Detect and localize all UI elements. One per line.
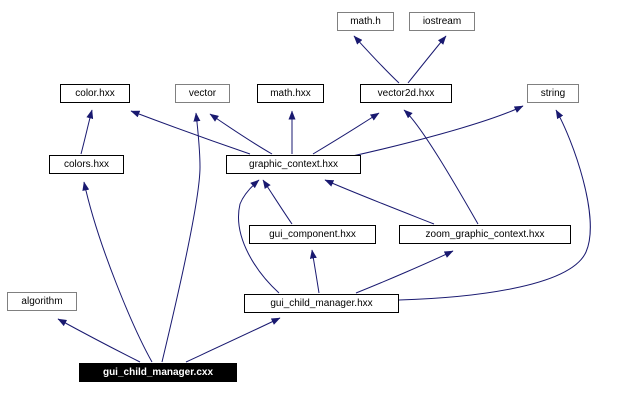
graph-node-vector2d_hxx[interactable]: vector2d.hxx xyxy=(360,84,452,103)
graph-edge-gui_child_manager_hxx-to-zoom_graphic_ctx_hxx xyxy=(355,250,454,294)
graph-node-label: gui_child_manager.cxx xyxy=(102,366,214,378)
graph-edge-zoom_graphic_ctx_hxx-to-graphic_context_hxx xyxy=(324,179,435,225)
graph-node-gui_component_hxx[interactable]: gui_component.hxx xyxy=(249,225,376,244)
graph-node-label: zoom_graphic_context.hxx xyxy=(425,228,545,240)
graph-edge-gui_child_manager_cxx-to-gui_child_manager_hxx xyxy=(185,317,281,363)
graph-node-label: algorithm xyxy=(21,295,63,307)
graph-node-label: math.h xyxy=(350,15,381,27)
graph-node-label: string xyxy=(540,87,566,99)
graph-node-label: colors.hxx xyxy=(63,158,109,170)
graph-edge-vector2d_hxx-to-iostream xyxy=(407,35,447,84)
graph-edge-graphic_context_hxx-to-vector2d_hxx xyxy=(312,112,380,155)
graph-node-colors_hxx[interactable]: colors.hxx xyxy=(49,155,124,174)
graph-node-string[interactable]: string xyxy=(527,84,579,103)
graph-node-label: vector xyxy=(188,87,217,99)
graph-edge-graphic_context_hxx-to-vector xyxy=(209,113,273,155)
graph-node-label: gui_component.hxx xyxy=(269,228,356,240)
graph-edge-gui_child_manager_cxx-to-algorithm xyxy=(57,318,141,363)
graph-edge-colors_hxx-to-color_hxx xyxy=(80,109,94,155)
graph-edge-gui_child_manager_hxx-to-string xyxy=(398,109,591,301)
graph-node-gui_child_manager_cxx: gui_child_manager.cxx xyxy=(79,363,237,382)
graph-edge-zoom_graphic_ctx_hxx-to-vector2d_hxx xyxy=(403,109,479,225)
graph-node-vector[interactable]: vector xyxy=(175,84,230,103)
graph-edge-gui_child_manager_cxx-to-colors_hxx xyxy=(82,181,153,363)
graph-edge-vector2d_hxx-to-math_h xyxy=(353,35,400,84)
graph-edge-gui_child_manager_hxx-to-gui_component_hxx xyxy=(309,249,320,294)
graph-node-iostream[interactable]: iostream xyxy=(409,12,475,31)
graph-node-color_hxx[interactable]: color.hxx xyxy=(60,84,130,103)
graph-node-label: iostream xyxy=(422,15,462,27)
graph-node-label: color.hxx xyxy=(75,87,115,99)
graph-node-label: math.hxx xyxy=(270,87,311,99)
graph-edge-graphic_context_hxx-to-color_hxx xyxy=(130,110,251,155)
graph-node-label: graphic_context.hxx xyxy=(249,158,338,170)
graph-node-math_hxx[interactable]: math.hxx xyxy=(257,84,324,103)
graph-node-label: vector2d.hxx xyxy=(377,87,435,99)
graph-node-gui_child_manager_hxx[interactable]: gui_child_manager.hxx xyxy=(244,294,399,313)
graph-node-zoom_graphic_ctx_hxx[interactable]: zoom_graphic_context.hxx xyxy=(399,225,571,244)
graph-edge-graphic_context_hxx-to-string xyxy=(347,105,524,158)
graph-node-graphic_context_hxx[interactable]: graphic_context.hxx xyxy=(226,155,361,174)
graph-node-math_h[interactable]: math.h xyxy=(337,12,394,31)
graph-edge-gui_component_hxx-to-graphic_context_hxx xyxy=(262,179,293,225)
graph-node-label: gui_child_manager.hxx xyxy=(270,297,373,309)
graph-node-algorithm[interactable]: algorithm xyxy=(7,292,77,311)
edge-layer xyxy=(57,35,591,363)
graph-edge-gui_child_manager_cxx-to-vector xyxy=(161,112,201,363)
